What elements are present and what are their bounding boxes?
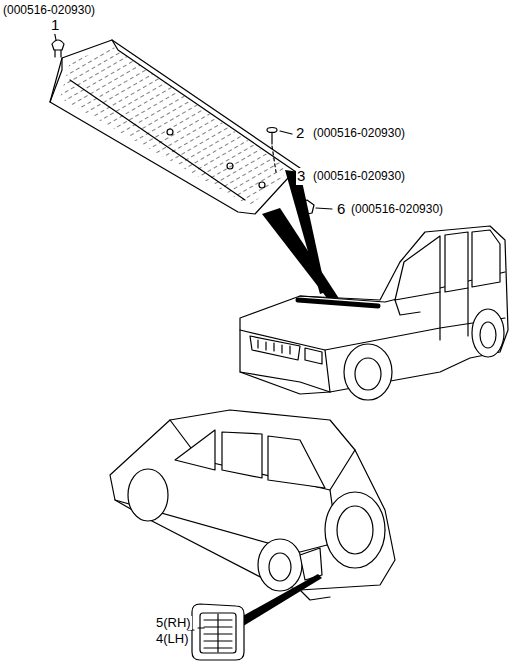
- leader-line: [198, 627, 204, 628]
- pointer-wedge: [232, 574, 322, 628]
- callout-number: 6: [336, 201, 346, 218]
- front-car: [240, 226, 508, 400]
- part-code: (000516-020930): [312, 127, 406, 140]
- part-code: 5(RH): [155, 616, 192, 630]
- screw: [267, 128, 292, 173]
- part-code: (000516-020930): [2, 4, 96, 17]
- callout-number: 2: [295, 125, 305, 142]
- part-code: (000516-020930): [312, 170, 406, 183]
- pointer-wedge: [285, 170, 326, 294]
- part-code: 4(LH): [155, 632, 190, 646]
- rear-car: [110, 410, 395, 600]
- air-vent: [188, 604, 244, 660]
- callout-number: 3: [296, 168, 306, 185]
- part-code: (000516-020930): [350, 203, 444, 216]
- callout-number: 1: [50, 17, 60, 34]
- cowl-panel: [50, 40, 300, 214]
- clip: [52, 30, 64, 57]
